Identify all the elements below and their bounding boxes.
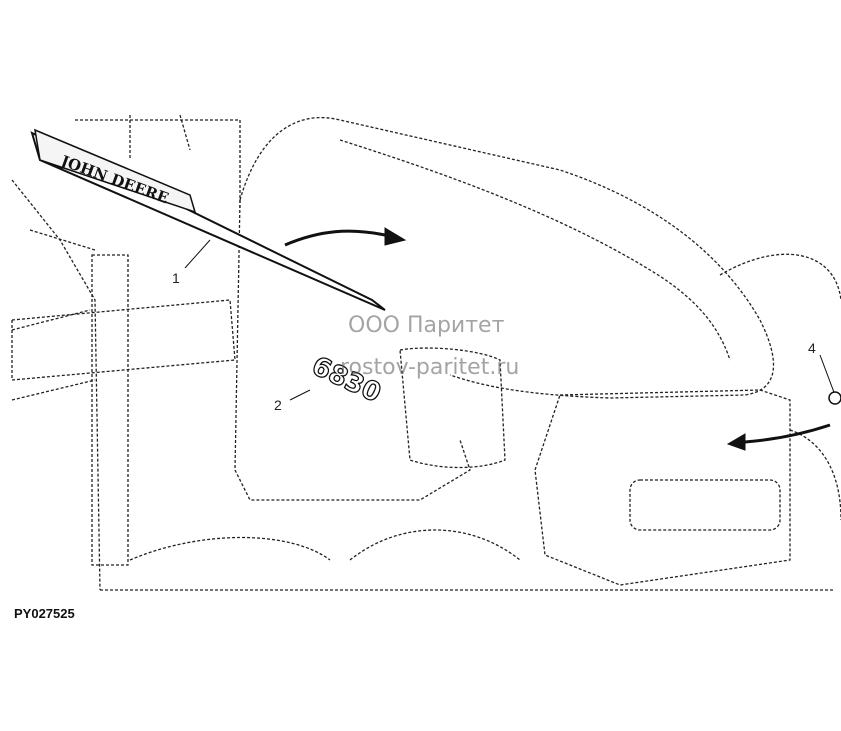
mesh-panel-left — [11, 299, 236, 381]
curved-arrow-upper — [284, 229, 386, 247]
callout-1: 1 — [172, 270, 180, 286]
watermark-line1: ООО Паритет — [348, 313, 505, 338]
arrowhead-lower — [726, 433, 746, 451]
leader-4 — [819, 354, 836, 396]
part-4-knob — [828, 391, 841, 405]
callout-2: 2 — [274, 397, 282, 413]
arrowhead-upper — [384, 227, 407, 246]
figure-code: PY027525 — [14, 606, 75, 621]
watermark-line2: rostov-paritet.ru — [340, 355, 520, 380]
hood-panel — [239, 116, 775, 399]
curved-arrow-lower — [744, 423, 831, 444]
side-grille — [399, 347, 506, 469]
lower-chassis — [100, 529, 835, 591]
upper-frame — [75, 114, 241, 210]
leader-2 — [289, 389, 311, 401]
leader-1 — [184, 239, 211, 269]
hood-side — [234, 199, 471, 501]
callout-4: 4 — [808, 340, 816, 356]
hood-front-lower — [534, 389, 791, 586]
headlight-cluster — [629, 479, 781, 531]
frame-left-structure — [11, 179, 101, 591]
right-wheel — [719, 253, 841, 521]
grille-column — [91, 254, 129, 566]
